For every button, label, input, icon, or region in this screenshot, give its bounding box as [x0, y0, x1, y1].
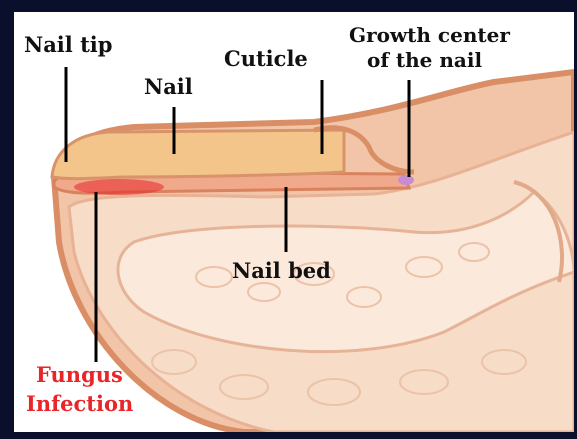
nail-label: Nail [144, 76, 193, 97]
growth-center-label-line2: of the nail [367, 50, 482, 70]
fungus-label-line1: Fungus [36, 364, 123, 385]
diagram-panel: Nail tip Nail Cuticle Growth center of t… [14, 12, 574, 432]
nail-plate [52, 130, 344, 179]
fungus-label-line2: Infection [26, 393, 133, 414]
nail-bed-label: Nail bed [232, 260, 331, 281]
cuticle-label: Cuticle [224, 48, 308, 69]
growth-center [398, 175, 414, 185]
infection-spot [74, 179, 164, 195]
growth-center-label-line1: Growth center [349, 25, 510, 45]
nail-tip-label: Nail tip [24, 34, 112, 55]
